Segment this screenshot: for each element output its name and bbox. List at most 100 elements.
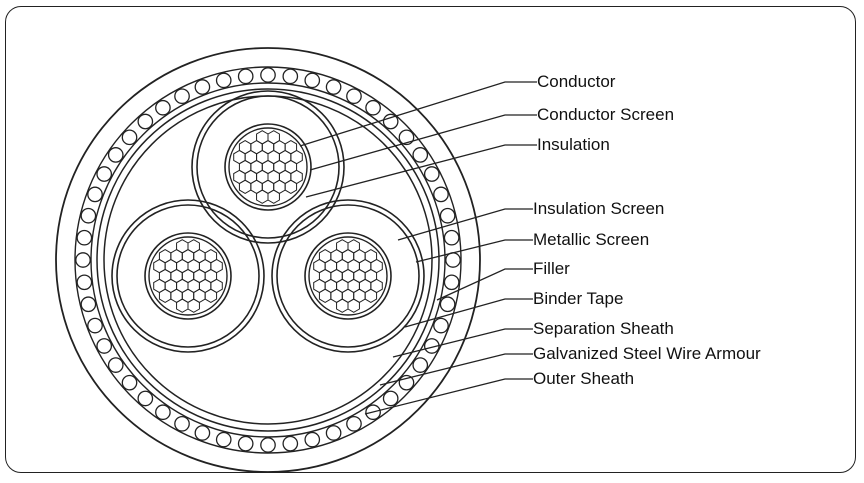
conductor-screen-ring [304, 232, 392, 320]
armour-wire [382, 390, 399, 407]
outer-sheath-ring [55, 47, 481, 473]
conductor-outline [228, 127, 308, 207]
metallic-screen-ring [271, 199, 425, 353]
armour-wire [237, 68, 254, 85]
conductor-strands [313, 239, 383, 313]
armour-wire [75, 252, 91, 268]
conductor-strand [267, 189, 280, 204]
conductor-outline [308, 236, 388, 316]
conductor-strand [364, 288, 378, 303]
conductor-strands [153, 239, 223, 313]
cable-core [191, 90, 345, 244]
armour-wire [121, 129, 138, 146]
armour-wire [443, 229, 460, 246]
label-separation-sheath: Separation Sheath [533, 319, 674, 338]
armour-wire [137, 113, 154, 130]
armour-wire [194, 79, 211, 95]
armour-wire [260, 437, 276, 453]
armour-wire [346, 415, 362, 432]
label-armour: Galvanized Steel Wire Armour [533, 344, 761, 363]
armour-wire [282, 68, 299, 85]
armour-wire [194, 425, 211, 441]
armour-wire [155, 404, 171, 421]
leader-lines [299, 81, 537, 415]
armour-wire [76, 229, 93, 246]
armour-wire [282, 435, 299, 452]
leader-line [364, 378, 533, 415]
leader-line [309, 114, 537, 171]
armour-wire [80, 207, 97, 224]
cable-cores [111, 90, 425, 353]
armour-wire [107, 147, 124, 163]
insulation-screen-ring [116, 204, 260, 348]
separation-sheath-ring [96, 88, 440, 432]
insulation-screen-ring [196, 95, 340, 239]
armour-wire [346, 88, 362, 105]
armour-wire [412, 147, 429, 163]
conductor-strand [176, 298, 189, 313]
armour-outer-ring [74, 66, 462, 454]
label-conductor: Conductor [537, 72, 616, 91]
cable-core [271, 199, 425, 353]
armour-wire [433, 186, 449, 203]
armour-wire [443, 274, 460, 291]
armour-wire [260, 67, 276, 83]
leader-line [305, 144, 537, 198]
armour-wire [382, 113, 399, 130]
insulation-screen-ring [276, 204, 420, 348]
armour-wire [96, 338, 113, 354]
armour-wire [325, 79, 342, 95]
armour-wire [215, 72, 232, 89]
armour-wire [215, 431, 232, 448]
conductor-strand [256, 189, 269, 204]
conductor-strand [347, 298, 360, 313]
armour-wire [423, 166, 440, 182]
armour-inner-ring [90, 82, 446, 438]
metallic-screen-ring [191, 90, 345, 244]
armour-wire [96, 166, 113, 182]
leader-line [299, 81, 537, 147]
armour-wire [325, 425, 342, 441]
armour-wire [365, 99, 381, 116]
armour-wire [398, 374, 415, 391]
armour-wire [87, 186, 103, 203]
armour-wire [80, 296, 97, 313]
conductor-screen-ring [144, 232, 232, 320]
label-metallic-screen: Metallic Screen [533, 230, 649, 249]
label-binder-tape: Binder Tape [533, 289, 623, 308]
conductor-strand [204, 288, 218, 303]
leader-line [436, 268, 533, 301]
label-insulation-screen: Insulation Screen [533, 199, 664, 218]
conductor-strand [336, 298, 349, 313]
label-conductor-screen: Conductor Screen [537, 105, 674, 124]
armour-wire [398, 129, 415, 146]
armour-wire [304, 72, 321, 89]
conductor-screen-ring [224, 123, 312, 211]
armour-wire [365, 404, 381, 421]
label-filler: Filler [533, 259, 570, 278]
armour-wire [412, 357, 429, 373]
armour-wire [76, 274, 93, 291]
conductor-strand [318, 288, 332, 303]
armour-wires [75, 67, 461, 453]
cable-layers [55, 47, 481, 473]
conductor-strands [233, 130, 303, 204]
armour-wire [174, 415, 190, 432]
armour-wire [174, 88, 190, 105]
armour-wire [87, 317, 103, 334]
label-outer-sheath: Outer Sheath [533, 369, 634, 388]
conductor-strand [158, 288, 172, 303]
armour-wire [107, 357, 124, 373]
leader-line [392, 328, 533, 358]
armour-wire [439, 296, 456, 313]
armour-wire [121, 374, 138, 391]
label-insulation: Insulation [537, 135, 610, 154]
armour-wire [439, 207, 456, 224]
leader-line [397, 208, 533, 241]
leader-line [404, 298, 533, 328]
cable-core [111, 199, 265, 353]
conductor-strand [238, 179, 252, 194]
armour-wire [237, 435, 254, 452]
conductor-outline [148, 236, 228, 316]
